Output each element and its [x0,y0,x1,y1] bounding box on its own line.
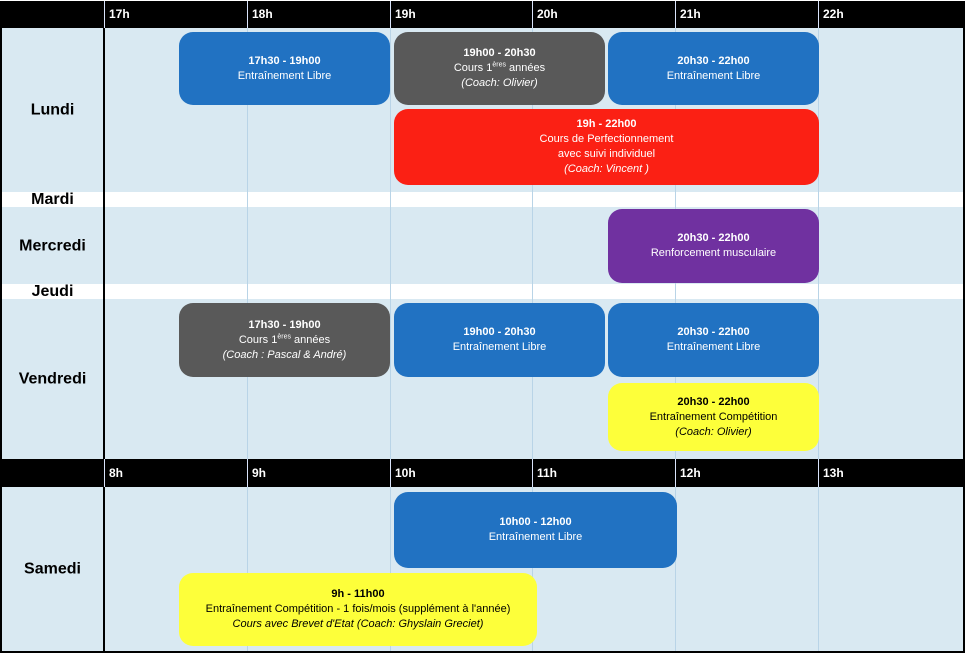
hour-label-20h: 20h [537,7,558,21]
event-coach-line: (Coach: Olivier) [675,425,752,438]
header-hour-tick [104,1,105,28]
header-hour-tick [532,459,533,487]
event-time-label: 20h30 - 22h00 [677,326,750,338]
event-time-label: 20h30 - 22h00 [677,54,750,67]
header-hour-tick [390,459,391,487]
grid-line [532,487,533,651]
event-time-label: 20h30 - 22h00 [677,232,750,244]
header-hour-tick [247,459,248,487]
event-time-label: 20h30 - 22h00 [677,395,750,408]
event-line-text: années [506,62,546,74]
hour-label-21h: 21h [680,7,701,21]
event-coach-line: (Coach: Vincent ) [564,163,649,175]
grid-line [247,487,248,651]
hour-label-18h: 18h [252,7,273,21]
event-line-text: Cours 1 [238,333,278,346]
day-label-vendredi: Vendredi [18,370,87,388]
saturday-hours-header [0,459,965,487]
event-description-line: Entraînement Libre [237,69,332,82]
hour-label-19h: 19h [395,7,416,21]
event-time-label: 17h30 - 19h00 [248,318,321,331]
header-hour-tick [818,459,819,487]
header-hour-tick [675,459,676,487]
day-label-samedi: Samedi [24,560,81,578]
event-time-label: 9h - 11h00 [331,588,385,600]
event-line-superscript: ères [277,332,291,340]
header-hour-tick [104,459,105,487]
day-label-jeudi: Jeudi [31,284,74,299]
header-hour-tick [818,1,819,28]
day-column-divider [103,28,105,651]
grid-line [532,28,533,459]
event-description-line: Cours de Perfectionnement [539,133,674,145]
event-time-label: 19h - 22h00 [576,118,637,130]
event-description-line: Entraînement Libre [488,531,583,543]
grid-line [390,28,391,459]
table-right-border [963,1,965,653]
hour-label-9h: 9h [252,466,267,480]
hour-label-22h: 22h [823,7,844,21]
event-time-label: 19h00 - 20h30 [463,326,536,338]
day-label-lundi: Lundi [30,101,75,119]
event-description-line: Entraînement Compétition [649,410,778,423]
event-coach-line: (Coach : Pascal & André) [222,348,347,361]
header-hour-tick [675,1,676,28]
event-description-line: Entraînement Libre [452,341,547,353]
hour-label-13h: 13h [823,466,844,480]
grid-line [247,28,248,459]
header-hour-tick [247,1,248,28]
event-time-label: 19h00 - 20h30 [463,47,536,59]
event-description-line: Entraînement Libre [666,341,761,353]
event-time-label: 17h30 - 19h00 [248,54,321,67]
hour-label-12h: 12h [680,466,701,480]
day-label-mardi: Mardi [31,192,74,207]
weekday-hours-header [0,1,965,28]
header-hour-tick [532,1,533,28]
hour-label-8h: 8h [109,466,124,480]
header-hour-tick [390,1,391,28]
grid-line [390,487,391,651]
hour-label-11h: 11h [537,466,558,480]
event-coach-line: (Coach: Olivier) [461,77,538,89]
event-coach-line: Cours avec Brevet d'Etat (Coach: Ghyslai… [232,618,484,630]
event-line-text: années [291,333,331,346]
grid-line [675,487,676,651]
day-row-mardi: Mardi [2,192,963,207]
hour-label-10h: 10h [395,466,416,480]
event-description-line: Renforcement musculaire [650,247,777,259]
day-label-mercredi: Mercredi [19,237,86,254]
event-description-line: Entraînement Libre [666,69,761,82]
grid-line [818,487,819,651]
event-time-label: 10h00 - 12h00 [499,516,572,528]
table-bottom-border [0,651,965,653]
day-row-jeudi: Jeudi [2,284,963,299]
hour-label-17h: 17h [109,7,130,21]
event-line-text: Cours 1 [453,62,493,74]
event-description-line: Cours 1ères années [454,61,545,76]
event-line-superscript: ères [492,61,506,69]
event-description-line: Cours 1ères années [239,333,330,348]
table-left-border [0,1,2,653]
event-description-line: Entraînement Compétition - 1 fois/mois (… [205,603,511,615]
event-description-line: avec suivi individuel [557,148,656,160]
